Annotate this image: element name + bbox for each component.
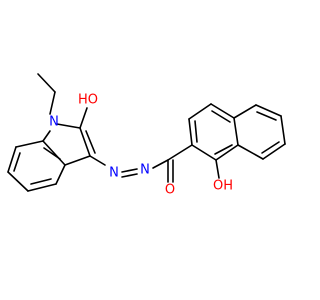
bond-c8a-c1-naph-inner [214,144,233,155]
bond-c8-c8a-naph [237,144,264,160]
bond-c5-c4-inner [30,178,52,185]
atom-oh-naphthol: OH [213,179,233,194]
bond-c1-c2-naph [191,144,217,161]
atom-n-indole: N [49,115,59,130]
bond-azo [121,168,138,173]
molecule-structure: N HO N N O OH [7,73,286,198]
bond-n1-c2 [56,123,81,129]
bond-c4a-c5-naph [233,104,257,119]
bond-c4-c3a [55,164,66,185]
bond-c2-c3 [79,127,91,157]
bonds [7,73,286,192]
bond-c7-c6 [7,146,17,173]
bond-c3-c3a [64,155,91,166]
bond-c4-c4a-naph-inner [211,110,231,123]
bond-carbonyl-ring [167,144,193,161]
bond-c6-c7-naph [280,115,286,145]
bond-c5-c6-naph-inner [256,111,277,121]
bond-c7-c8-naph [262,143,286,160]
bond-c7-c6-inner [13,152,21,172]
atoms: N HO N N O OH [49,93,233,198]
bond-c2-c3-naph-inner [194,120,198,143]
bond-c3a-c7a-inner [43,147,61,160]
structure-canvas: N HO N N O OH [7,73,286,198]
bond-ethyl-ch2 [49,91,56,115]
bond-c5-c4 [27,183,57,192]
bond-c4-c4a-naph [210,103,235,119]
atom-oh-indole: HO [78,93,98,108]
bond-ethyl-ch3 [37,73,56,93]
bond-c4a-c8a-naph [233,117,239,146]
atom-n-azo-2: N [140,163,150,178]
bond-c2-o [79,107,88,129]
atom-n-azo-1: N [109,166,119,181]
atom-o-carbonyl: O [165,183,175,198]
bond-c5-c6-naph [255,104,282,117]
bond-c2-c3-naph [188,118,193,146]
bond-c7-c8-naph-inner [261,141,280,154]
bond-c7a-c7 [15,140,44,148]
bond-c6-c5 [7,171,29,192]
bond-c3a-c7a [42,140,66,166]
bond-n-carbonyl [152,159,169,169]
bond-c7a-n1 [42,130,51,142]
bond-c1-oh [215,159,220,179]
bond-c2-c3-double [85,130,96,154]
bond-c8a-c1-naph [215,144,239,161]
bond-c3-n [89,155,106,166]
bond-azo-double [121,173,138,178]
bond-c3-c4-naph [188,103,212,120]
